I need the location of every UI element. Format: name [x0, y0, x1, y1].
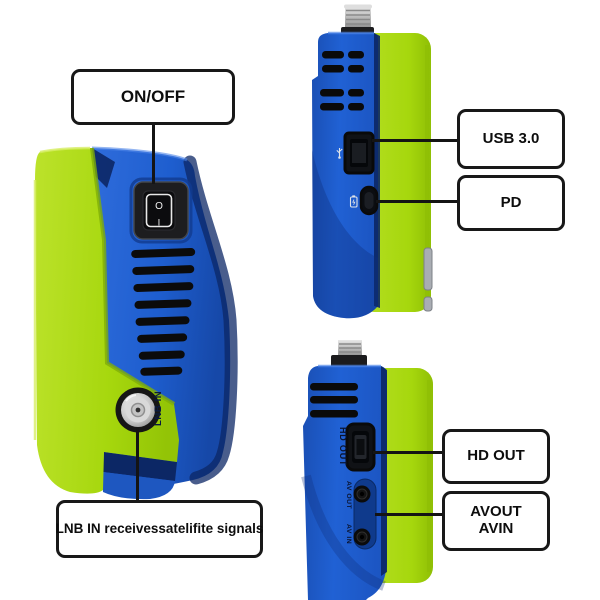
callout-av-line1: AVOUT: [470, 503, 522, 521]
callout-hd-out-label: HD OUT: [467, 447, 525, 465]
callout-pd-label: PD: [500, 193, 522, 211]
vent-grille: [131, 248, 196, 376]
hdmi-port[interactable]: [345, 422, 376, 472]
device-bottom-base: [103, 472, 175, 500]
av-out-port-label: AV OUT: [345, 481, 352, 510]
device-top-highlight: [91, 146, 188, 162]
lnb-port-label: LNB IN: [153, 391, 164, 426]
hd-out-port-label: HD OUT: [338, 427, 348, 466]
callout-on-off: ON/OFF: [71, 69, 235, 125]
battery-icon: [349, 195, 358, 208]
switch-off-mark: I: [158, 218, 161, 229]
device-side-av-view: HD OUT AV OUT AV IN: [301, 340, 433, 600]
green-bevel-shadow: [90, 147, 176, 406]
device-bottom-wedge: [103, 452, 177, 481]
av-in-port-label: AV IN: [345, 524, 352, 544]
device-side-usb-view: [312, 4, 433, 319]
callout-usb: USB 3.0: [457, 109, 565, 169]
f-connector-top: [331, 340, 367, 368]
usb-c-pd-port[interactable]: [359, 185, 379, 216]
device-edge-shadow: [183, 155, 238, 485]
seam-shadow: [381, 366, 387, 576]
callout-line-lnb: [136, 428, 139, 502]
callout-line-pd: [376, 200, 458, 203]
switch-on-mark: O: [155, 201, 163, 212]
callout-line-hdout: [373, 451, 443, 454]
callout-pd: PD: [457, 175, 565, 231]
side-button: [423, 296, 433, 312]
usb-a-port[interactable]: [343, 131, 375, 175]
power-switch[interactable]: O I: [129, 177, 193, 244]
callout-lnb-label: LNB IN receivessatelifite signals: [55, 521, 264, 537]
usb-icon: [336, 148, 343, 159]
body-reflection: [312, 150, 378, 319]
av-out-jack[interactable]: [353, 485, 371, 503]
av-in-jack[interactable]: [353, 528, 371, 546]
callout-line-onoff: [152, 124, 155, 184]
callout-av: AVOUT AVIN: [442, 491, 550, 551]
callout-av-line2: AVIN: [478, 520, 514, 537]
callout-on-off-label: ON/OFF: [120, 87, 186, 107]
callout-lnb: LNB IN receivessatelifite signals: [56, 500, 263, 558]
seam-shadow: [374, 33, 380, 308]
body-reflection: [301, 474, 386, 591]
device-main-view: O I LNB IN: [33, 146, 238, 500]
green-left-highlight: [33, 146, 91, 440]
callout-hd-out: HD OUT: [442, 429, 550, 484]
callout-usb-label: USB 3.0: [482, 129, 540, 147]
side-slot: [423, 247, 433, 291]
vent-grille: [320, 51, 364, 111]
vent-grille: [310, 383, 358, 418]
power-rocker[interactable]: [142, 190, 176, 231]
lnb-connector[interactable]: [115, 387, 161, 433]
callout-line-av: [375, 513, 443, 516]
callout-line-usb: [372, 139, 458, 142]
